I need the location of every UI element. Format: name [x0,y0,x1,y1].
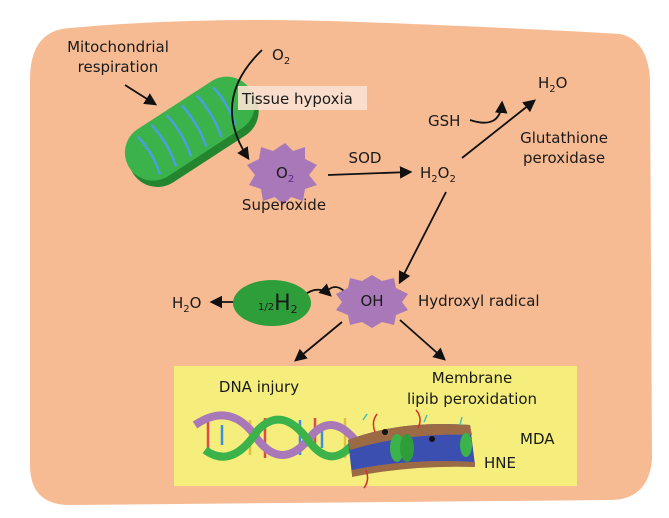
hydroxyl-star-icon [336,275,408,328]
hydrogen-ellipse-icon [233,280,311,326]
membrane-label-line1: Membrane [432,369,512,387]
arrow-o2-to-superoxide [231,49,263,161]
mito-label-line2: respiration [78,58,159,76]
gpx-label-line1: Glutathione [520,129,608,147]
h2o-left-label: H2O [172,294,201,315]
dna-helix-icon [192,411,359,461]
membrane-label-line2: lipib peroxidation [407,390,537,408]
o2-label: O2 [272,46,290,67]
arrow-h2o2-to-h2o [461,99,536,159]
arrow-oh-to-dna [294,321,343,362]
h2o-top-label: H2O [538,74,567,95]
arrow-oh-to-membrane [399,319,446,361]
superoxide-symbol: O2 [276,164,294,185]
arrow-sod [327,166,413,179]
hydroxyl-radical-label: Hydroxyl radical [418,292,540,310]
dna-injury-label: DNA injury [219,378,299,396]
mito-label-line1: Mitochondrial [67,38,169,56]
superoxide-star-icon [247,143,317,205]
hne-label: HNE [484,454,516,472]
mitochondrion-icon [124,76,259,187]
gsh-label: GSH [428,112,460,130]
arrow-gsh [469,100,508,124]
sod-label: SOD [349,149,382,167]
tissue-hypoxia-box [238,86,367,110]
superoxide-label: Superoxide [242,196,326,214]
arrow-h2o2-to-oh [398,191,447,285]
mda-label: MDA [520,430,555,448]
h2o2-label: H2O2 [420,164,456,185]
arrow-mito-label [124,84,158,106]
tissue-hypoxia-label: Tissue hypoxia [241,90,353,108]
oh-symbol: OH [360,292,383,310]
lipid-membrane-icon [348,409,475,489]
half-h2-symbol: 1/2H2 [258,291,298,316]
gpx-label-line2: peroxidase [523,149,605,167]
